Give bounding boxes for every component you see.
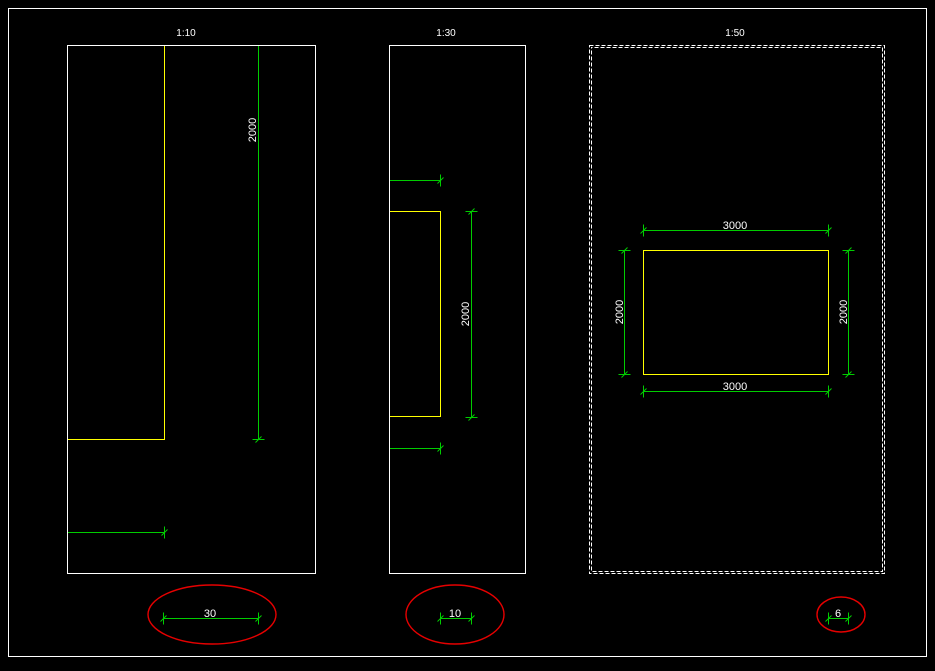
- viewport-2-scale-label: 1:30: [436, 28, 456, 39]
- dimension-tick: [437, 612, 444, 625]
- dimension-tick: [161, 526, 168, 539]
- viewport-1-horizontal-dimension[interactable]: [67, 526, 168, 539]
- viewport-3[interactable]: 1:50 3000 3000 2000 2000: [589, 28, 885, 574]
- viewport-1-frame[interactable]: [67, 45, 316, 574]
- dimension-tick: [618, 247, 631, 254]
- dimension-text: 2000: [838, 300, 850, 324]
- viewport-1-geometry-outline[interactable]: [67, 45, 165, 440]
- dimension-tick: [252, 436, 265, 443]
- viewport-3-geometry-rectangle[interactable]: [643, 250, 829, 375]
- dimension-tick: [842, 247, 855, 254]
- dimension-text: 6: [835, 608, 841, 620]
- dimension-text: 2000: [247, 118, 259, 142]
- viewport-2[interactable]: 1:30 2000: [389, 28, 526, 574]
- dimension-text: 2000: [460, 302, 472, 326]
- annotation-2[interactable]: 10: [405, 584, 505, 645]
- viewport-3-bottom-dimension[interactable]: 3000: [640, 381, 832, 398]
- dimension-tick: [825, 224, 832, 237]
- dimension-tick: [618, 371, 631, 378]
- highlight-ellipse: [147, 584, 277, 645]
- viewport-1-scale-label: 1:10: [176, 28, 196, 39]
- dimension-tick: [465, 208, 478, 215]
- viewport-2-frame[interactable]: [389, 45, 526, 574]
- dimension-tick: [437, 174, 444, 187]
- viewport-3-scale-label: 1:50: [725, 28, 745, 39]
- viewport-3-frame-inner[interactable]: [591, 47, 883, 572]
- highlight-ellipse: [405, 584, 505, 645]
- dimension-text: 30: [204, 608, 216, 620]
- viewport-2-top-horizontal-dimension[interactable]: [389, 174, 444, 187]
- dimension-tick: [465, 414, 478, 421]
- viewport-1[interactable]: 1:10 2000: [67, 28, 316, 574]
- dimension-text: 2000: [614, 300, 626, 324]
- viewport-3-frame-outer[interactable]: [589, 45, 885, 574]
- annotation-1[interactable]: 30: [147, 584, 277, 645]
- viewport-3-left-dimension[interactable]: 2000: [614, 247, 631, 378]
- dimension-tick: [842, 371, 855, 378]
- dimension-tick: [255, 612, 262, 625]
- dimension-text: 10: [449, 608, 461, 620]
- viewport-2-vertical-dimension[interactable]: 2000: [460, 208, 478, 421]
- dimension-tick: [640, 385, 647, 398]
- dimension-tick: [845, 612, 852, 625]
- dimension-tick: [160, 612, 167, 625]
- dimension-text: 3000: [723, 381, 747, 393]
- viewport-3-top-dimension[interactable]: 3000: [640, 220, 832, 237]
- dimension-text: 3000: [723, 220, 747, 232]
- layout-sheet-border: [8, 8, 927, 657]
- viewport-1-vertical-dimension[interactable]: 2000: [247, 45, 265, 443]
- dimension-tick: [825, 612, 832, 625]
- dimension-tick: [825, 385, 832, 398]
- annotation-3[interactable]: 6: [816, 596, 866, 633]
- dimension-tick: [468, 612, 475, 625]
- dimension-tick: [640, 224, 647, 237]
- viewport-2-bottom-horizontal-dimension[interactable]: [389, 442, 444, 455]
- viewport-3-right-dimension[interactable]: 2000: [838, 247, 855, 378]
- highlight-ellipse: [816, 596, 866, 633]
- viewport-2-geometry-outline[interactable]: [389, 211, 441, 417]
- dimension-tick: [437, 442, 444, 455]
